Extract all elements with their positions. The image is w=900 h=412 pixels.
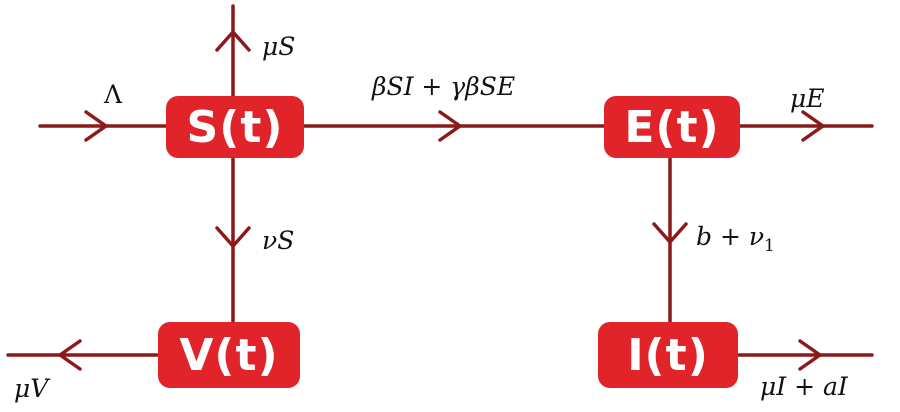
label-nu-s: νS (262, 226, 295, 255)
arrowhead-mu-v (58, 339, 82, 371)
node-s: S(t) (166, 96, 304, 158)
label-e-to-i-main: b + ν (696, 222, 765, 251)
node-i: I(t) (598, 322, 738, 388)
label-lambda-in: Λ (104, 80, 123, 109)
node-e: E(t) (604, 96, 740, 158)
label-mu-i: μI + aI (760, 372, 848, 401)
arrowhead-nu-s (215, 226, 251, 248)
label-e-to-i-sub: 1 (764, 236, 775, 256)
arrowhead-mu-s (215, 30, 251, 52)
arrowhead-mu-i (798, 339, 822, 371)
label-mu-e: μE (790, 84, 825, 113)
label-e-to-i: b + ν1 (696, 222, 775, 256)
arrowhead-lambda-in (84, 110, 108, 142)
label-mu-v: μV (14, 374, 49, 403)
node-v: V(t) (158, 322, 300, 388)
arrowhead-mu-e (801, 110, 825, 142)
arrowhead-e-to-i (652, 222, 688, 244)
label-s-to-e: βSI + γβSE (372, 72, 516, 101)
arrowhead-s-to-e (438, 110, 462, 142)
label-mu-s: μS (262, 32, 296, 61)
